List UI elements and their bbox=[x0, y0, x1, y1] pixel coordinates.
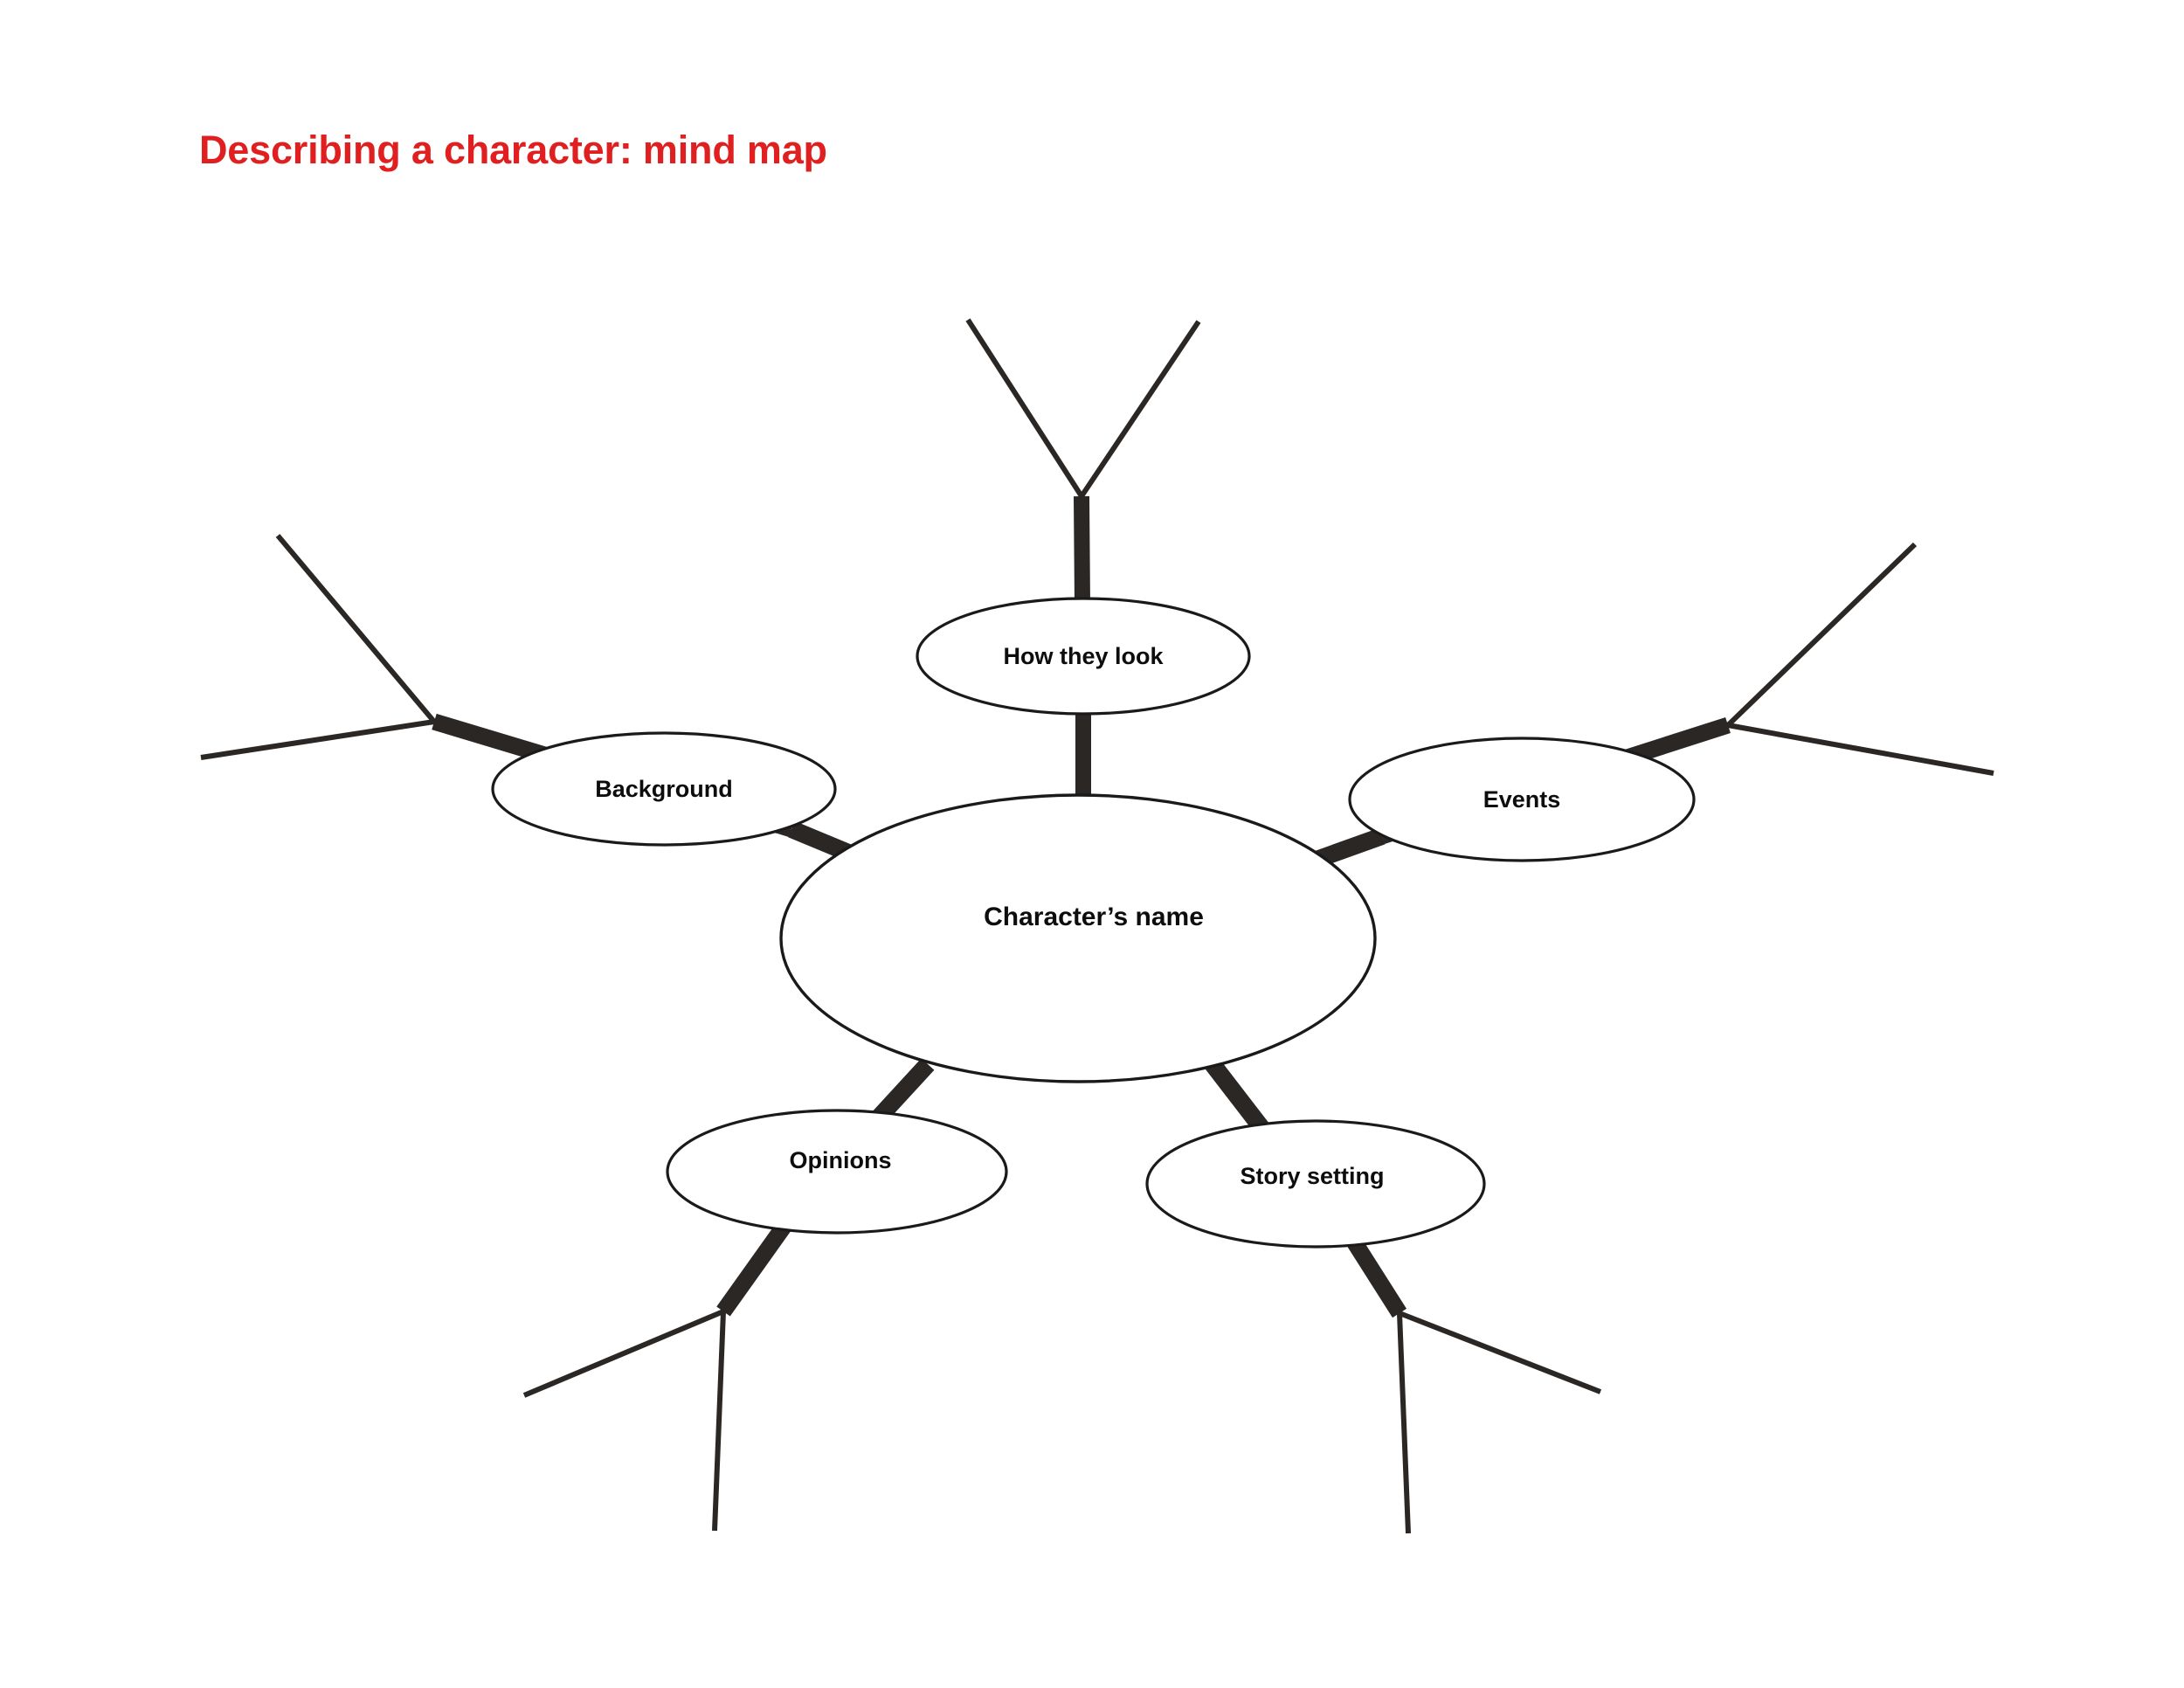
twig-events-1 bbox=[1725, 542, 1918, 728]
node-layer: How they look Background Events Characte… bbox=[491, 597, 1696, 1249]
twig-background-1 bbox=[275, 534, 437, 723]
stem-story-setting bbox=[1344, 1234, 1407, 1318]
stem-opinions bbox=[716, 1218, 793, 1317]
node-background[interactable]: Background bbox=[491, 731, 837, 847]
node-events[interactable]: Events bbox=[1348, 737, 1696, 862]
twig-opinions-2 bbox=[712, 1311, 726, 1532]
node-shape-background[interactable] bbox=[491, 731, 837, 847]
node-shape-opinions[interactable] bbox=[666, 1109, 1008, 1235]
node-story-setting[interactable]: Story setting bbox=[1145, 1119, 1486, 1249]
node-label-story-setting: Story setting bbox=[1240, 1163, 1384, 1189]
node-opinions[interactable]: Opinions bbox=[666, 1109, 1008, 1235]
node-label-central: Character’s name bbox=[984, 903, 1204, 931]
node-how-they-look[interactable]: How they look bbox=[916, 597, 1251, 716]
twig-background-2 bbox=[200, 719, 435, 760]
twig-how-they-look-2 bbox=[1079, 320, 1201, 498]
node-shape-events[interactable] bbox=[1348, 737, 1696, 862]
twig-story-setting-1 bbox=[1398, 1311, 1602, 1394]
node-label-events: Events bbox=[1483, 786, 1561, 813]
connector-story-setting bbox=[1206, 1058, 1602, 1534]
connector-opinions bbox=[522, 1058, 935, 1532]
node-shape-central[interactable] bbox=[779, 793, 1377, 1083]
node-shape-how-they-look[interactable] bbox=[916, 597, 1251, 716]
node-label-background: Background bbox=[595, 776, 733, 802]
node-central[interactable]: Character’s name bbox=[779, 793, 1377, 1083]
node-label-opinions: Opinions bbox=[790, 1147, 892, 1173]
twig-events-2 bbox=[1727, 723, 1994, 776]
trunk-opinions bbox=[871, 1058, 935, 1124]
page-title: Describing a character: mind map bbox=[199, 128, 827, 172]
node-shape-story-setting[interactable] bbox=[1145, 1119, 1486, 1249]
twig-opinions-1 bbox=[522, 1309, 725, 1398]
connector-how-they-look bbox=[965, 318, 1201, 796]
trunk-story-setting bbox=[1206, 1058, 1269, 1135]
twig-story-setting-2 bbox=[1397, 1312, 1411, 1534]
twig-how-they-look-1 bbox=[965, 318, 1084, 498]
node-label-how-they-look: How they look bbox=[1003, 643, 1164, 669]
